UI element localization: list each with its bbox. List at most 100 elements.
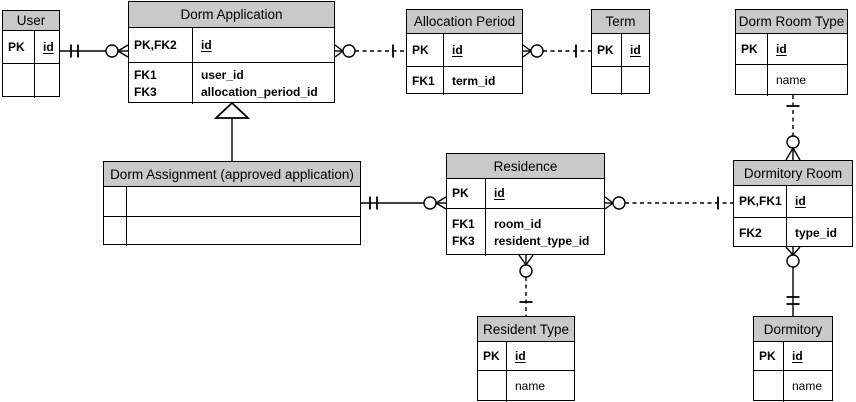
entity-title: Allocation Period	[407, 10, 522, 34]
attr-label: type_id	[795, 225, 838, 240]
key-label: FK1	[412, 73, 435, 88]
attr-label: id	[494, 186, 505, 200]
connector-inheritance-dorm-assignment-to-dorm-application[interactable]	[213, 101, 251, 161]
entity-title: Dormitory Room	[734, 161, 852, 186]
attr-cell: name	[768, 65, 847, 96]
key-cell	[754, 371, 784, 402]
attr-cell: id	[787, 186, 852, 217]
connector-allocation-period-to-term[interactable]	[522, 44, 591, 58]
attr-cell	[127, 217, 360, 246]
attr-label: id	[515, 348, 526, 363]
attr-cell: id	[507, 342, 574, 370]
entity-row: PK id	[592, 34, 649, 67]
connector-dormitory-room-to-dormitory[interactable]	[785, 246, 801, 316]
entity-row: name	[478, 371, 574, 402]
key-label: PK,FK2	[134, 37, 177, 52]
attr-cell: id	[622, 34, 649, 66]
attr-cell: type_id	[787, 218, 852, 248]
entity-row: FK1 term_id	[407, 67, 522, 95]
attr-label: name	[515, 379, 546, 393]
key-cell	[104, 217, 127, 246]
connector-dorm-application-to-allocation-period[interactable]	[334, 44, 406, 58]
key-cell	[104, 187, 127, 216]
entity-title: Dorm Application	[129, 2, 334, 28]
key-label: FK1	[134, 67, 157, 82]
entity-row	[3, 64, 59, 98]
attr-label: id	[795, 194, 806, 208]
key-label: PK	[759, 348, 776, 363]
attr-label: name	[792, 379, 823, 393]
attr-label: allocation_period_id	[201, 84, 318, 99]
entity-row: PK,FK2 id	[129, 28, 334, 63]
connector-dorm-room-type-to-dormitory-room[interactable]	[785, 95, 801, 161]
attr-label: id	[201, 37, 212, 52]
key-cell	[478, 371, 507, 402]
entity-title: Dorm Assignment (approved application)	[104, 162, 360, 187]
entity-row: PK id	[447, 179, 604, 209]
attr-label: id	[776, 41, 787, 56]
entity-row: PK id	[407, 34, 522, 67]
key-cell	[3, 64, 35, 98]
attr-cell: term_id	[444, 67, 522, 95]
key-label: FK1	[452, 216, 475, 231]
key-label: FK2	[739, 225, 762, 240]
attr-label: id	[792, 348, 803, 363]
attr-cell: id	[784, 342, 832, 370]
entity-dorm-assignment[interactable]: Dorm Assignment (approved application)	[103, 161, 361, 246]
connector-residence-to-resident-type[interactable]	[518, 254, 534, 316]
key-cell: PK	[754, 342, 784, 370]
attr-cell: id	[444, 34, 522, 66]
attr-cell: id	[193, 28, 334, 62]
key-label: PK	[452, 186, 469, 200]
connector-dorm-assignment-to-residence[interactable]	[361, 196, 447, 210]
key-cell: PK	[592, 34, 622, 66]
entity-title: Resident Type	[478, 317, 574, 342]
key-cell: FK1	[407, 67, 444, 95]
entity-row: PK,FK1 id	[734, 186, 852, 218]
attr-cell	[35, 64, 59, 98]
attr-label: id	[630, 42, 641, 57]
key-label: PK	[741, 41, 758, 56]
attr-label: name	[776, 73, 807, 87]
key-cell: PK,FK2	[129, 28, 193, 62]
attr-cell	[622, 67, 649, 95]
key-cell	[592, 67, 622, 95]
entity-row	[592, 67, 649, 95]
key-label: PK	[597, 42, 614, 57]
attr-label: id	[452, 42, 463, 57]
key-cell: PK	[407, 34, 444, 66]
entity-row: name	[754, 371, 832, 402]
connector-user-to-dorm-application[interactable]	[60, 44, 129, 58]
entity-title: Term	[592, 10, 649, 34]
attr-label: user_id	[201, 67, 244, 82]
key-cell: PK	[3, 31, 35, 63]
key-label: FK3	[452, 233, 475, 248]
entity-row: PK id	[736, 34, 847, 65]
attr-cell: user_id allocation_period_id	[193, 63, 334, 104]
key-label: PK	[483, 348, 500, 363]
key-cell: PK,FK1	[734, 186, 787, 217]
key-label: FK3	[134, 84, 157, 99]
attr-cell: id	[486, 179, 604, 208]
attr-label: resident_type_id	[494, 233, 590, 248]
key-cell: PK	[478, 342, 507, 370]
attr-cell	[127, 187, 360, 216]
connector-residence-to-dormitory-room[interactable]	[604, 196, 733, 210]
key-label: PK,FK1	[739, 194, 782, 208]
attr-label: term_id	[452, 73, 496, 88]
